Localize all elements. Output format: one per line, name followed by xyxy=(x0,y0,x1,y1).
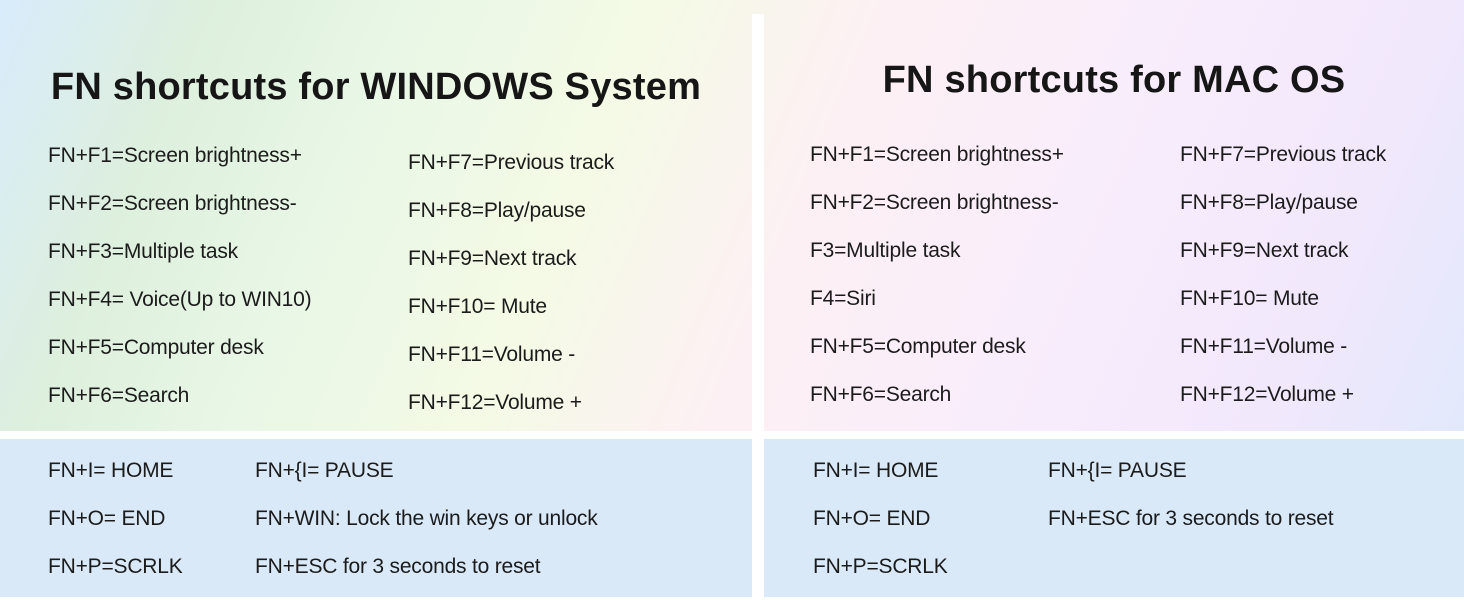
windows-special-column-1: FN+I= HOME FN+O= END FN+P=SCRLK xyxy=(48,447,183,591)
shortcut-item: FN+F11=Volume - xyxy=(408,343,576,366)
shortcut-item: FN+F12=Volume + xyxy=(1180,383,1354,406)
shortcut-item: FN+F7=Previous track xyxy=(408,151,615,174)
shortcut-item: FN+I= HOME xyxy=(48,459,174,482)
shortcut-item: FN+F5=Computer desk xyxy=(810,335,1026,358)
shortcut-item: FN+F9=Next track xyxy=(408,247,577,270)
shortcut-item: FN+F9=Next track xyxy=(1180,239,1349,262)
shortcut-item: FN+F6=Search xyxy=(810,383,952,406)
shortcut-item: FN+I= HOME xyxy=(813,459,939,482)
mac-special-keys-panel xyxy=(764,439,1464,597)
shortcut-item: FN+F10= Mute xyxy=(408,295,547,318)
vertical-divider xyxy=(752,14,764,600)
mac-panel-title: FN shortcuts for MAC OS xyxy=(882,59,1346,101)
shortcut-item: FN+O= END xyxy=(813,507,931,530)
shortcut-item: FN+F12=Volume + xyxy=(408,391,582,414)
shortcut-item: FN+{I= PAUSE xyxy=(1048,459,1187,482)
mac-special-column-1: FN+I= HOME FN+O= END FN+P=SCRLK xyxy=(813,447,948,591)
shortcut-item: FN+F1=Screen brightness+ xyxy=(48,144,302,167)
windows-special-keys-panel xyxy=(0,439,752,597)
windows-panel-title: FN shortcuts for WINDOWS System xyxy=(50,66,702,108)
shortcut-item: FN+{I= PAUSE xyxy=(255,459,394,482)
mac-special-column-2: FN+{I= PAUSE FN+ESC for 3 seconds to res… xyxy=(1048,447,1334,543)
shortcut-item: FN+P=SCRLK xyxy=(48,555,183,578)
shortcut-item: FN+F8=Play/pause xyxy=(408,199,586,222)
shortcut-item: FN+F2=Screen brightness- xyxy=(810,191,1059,214)
shortcut-item: FN+F2=Screen brightness- xyxy=(48,192,297,215)
shortcut-item: FN+F4= Voice(Up to WIN10) xyxy=(48,288,312,311)
shortcut-item: FN+F8=Play/pause xyxy=(1180,191,1358,214)
shortcut-item: FN+F1=Screen brightness+ xyxy=(810,143,1064,166)
shortcut-item: FN+ESC for 3 seconds to reset xyxy=(1048,507,1334,530)
shortcut-item: FN+F6=Search xyxy=(48,384,190,407)
shortcut-item: FN+F11=Volume - xyxy=(1180,335,1348,358)
shortcut-item: FN+ESC for 3 seconds to reset xyxy=(255,555,541,578)
windows-special-column-2: FN+{I= PAUSE FN+WIN: Lock the win keys o… xyxy=(255,447,598,591)
mac-fn-column-2: FN+F7=Previous track FN+F8=Play/pause FN… xyxy=(1180,131,1386,419)
shortcut-item: F4=Siri xyxy=(810,287,876,310)
shortcut-item: FN+WIN: Lock the win keys or unlock xyxy=(255,507,598,530)
shortcut-item: FN+P=SCRLK xyxy=(813,555,948,578)
horizontal-divider xyxy=(0,431,1464,439)
shortcut-item: F3=Multiple task xyxy=(810,239,961,262)
shortcut-item: FN+F3=Multiple task xyxy=(48,240,238,263)
shortcut-item: FN+F10= Mute xyxy=(1180,287,1319,310)
bottom-edge-divider xyxy=(0,597,1464,600)
shortcut-item: FN+F7=Previous track xyxy=(1180,143,1387,166)
shortcut-item: FN+F5=Computer desk xyxy=(48,336,264,359)
shortcut-item: FN+O= END xyxy=(48,507,166,530)
windows-fn-column-2: FN+F7=Previous track FN+F8=Play/pause FN… xyxy=(408,139,614,427)
mac-fn-column-1: FN+F1=Screen brightness+ FN+F2=Screen br… xyxy=(810,131,1064,419)
windows-fn-column-1: FN+F1=Screen brightness+ FN+F2=Screen br… xyxy=(48,132,312,420)
